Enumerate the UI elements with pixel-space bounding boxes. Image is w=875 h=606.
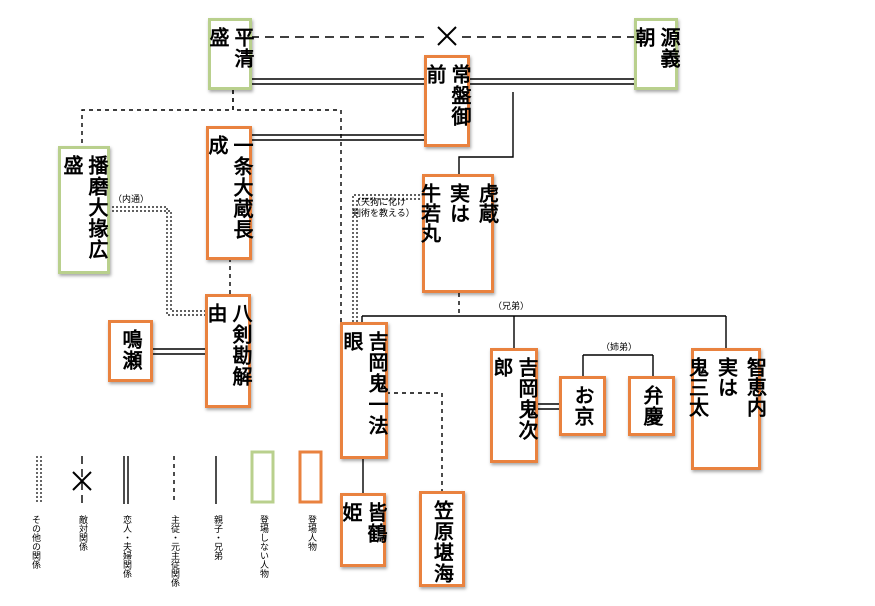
person-name: 播磨大掾広盛 <box>60 155 109 260</box>
legend-label-lovers: 恋人・夫婦関係 <box>121 515 131 578</box>
other-line-torazo-kiichi <box>352 194 424 322</box>
person-minazuru-hime: 皆鶴姫 <box>339 493 388 567</box>
person-kasahara-tankai: 笠原堪海 <box>419 491 465 587</box>
kin-line-siblings <box>361 315 727 350</box>
person-taira-kiyomori: 平清盛 <box>206 18 255 90</box>
lovers-line-kiyomori-tokiwa <box>250 78 426 85</box>
legend-enemy-cross-icon <box>72 471 92 491</box>
person-name: 八剣勘解由 <box>204 303 253 387</box>
person-name: 弁慶 <box>640 385 664 427</box>
lovers-line-naganari-tokiwa <box>250 134 426 141</box>
person-name: 一条大蔵長成 <box>205 135 254 240</box>
person-okyo: お京 <box>559 376 606 436</box>
person-yatsurugi-kageyu: 八剣勘解由 <box>204 294 253 408</box>
person-name: 平清盛 <box>206 27 255 69</box>
person-tokiwa-gozen: 常盤御前 <box>423 55 472 147</box>
person-minamoto-yoshitomo: 源義朝 <box>632 18 681 90</box>
legend-absent-symbol <box>250 450 275 504</box>
master-line-kiyomori-kiichi <box>232 90 342 324</box>
legend-present-symbol <box>298 450 323 504</box>
person-name: 鳴瀬 <box>119 329 143 371</box>
legend-other-symbol <box>36 456 42 503</box>
legend-label-master: 主従・元主従関係 <box>169 515 179 587</box>
person-yoshioka-kiichi-hogen: 吉岡鬼一法眼 <box>340 322 389 459</box>
legend-label-kin: 親子・兄弟 <box>212 515 222 560</box>
person-name: 吉岡鬼一法眼 <box>340 331 389 436</box>
legend-lovers-symbol <box>123 456 129 504</box>
person-ichijo-okura-naganari: 一条大蔵長成 <box>205 126 254 260</box>
person-yoshioka-kijiro: 吉岡鬼次郎 <box>490 348 539 463</box>
annotation-naitsu: （内通） <box>113 195 150 205</box>
person-chienai: 智恵内 実は 鬼三太 <box>686 348 768 470</box>
enemy-cross-icon <box>437 26 457 46</box>
lovers-line-tokiwa-yoshitomo <box>468 78 636 85</box>
person-naruse: 鳴瀬 <box>108 320 153 382</box>
person-name: 皆鶴姫 <box>339 502 388 544</box>
person-name: 源義朝 <box>632 27 681 69</box>
kin-line-okyo-benkei <box>582 354 654 378</box>
master-line-kiichi-tankai <box>386 392 443 493</box>
legend-label-present: 登場人物 <box>306 515 316 551</box>
other-line-hiromori-kageyu <box>108 206 207 316</box>
person-benkei: 弁慶 <box>628 376 675 436</box>
person-name: 常盤御前 <box>423 64 472 127</box>
lovers-line-naruse-kageyu <box>151 348 207 355</box>
legend-label-other: その他の関係 <box>30 515 40 569</box>
person-name: 笠原堪海 <box>430 500 455 584</box>
annotation-tengu: （天狗に化け 剣術を教える） <box>352 198 415 219</box>
annotation-shitei: （姉弟） <box>601 343 638 353</box>
person-harima-daijo-hiromori: 播磨大掾広盛 <box>58 146 110 274</box>
legend-label-enemy: 敵対関係 <box>77 515 87 551</box>
person-name: 吉岡鬼次郎 <box>490 357 539 441</box>
person-torazo: 虎蔵 実は 牛若丸 <box>418 174 500 293</box>
annotation-kyodai: （兄弟） <box>493 302 530 312</box>
person-name: 虎蔵 実は 牛若丸 <box>417 183 500 243</box>
kin-line-tokiwa-torazo <box>458 92 514 176</box>
person-name: 智恵内 実は 鬼三太 <box>685 357 768 417</box>
lovers-line-kijiro-okyo <box>536 403 561 410</box>
person-name: お京 <box>571 385 595 427</box>
legend-label-absent: 登場しない人物 <box>258 515 268 578</box>
